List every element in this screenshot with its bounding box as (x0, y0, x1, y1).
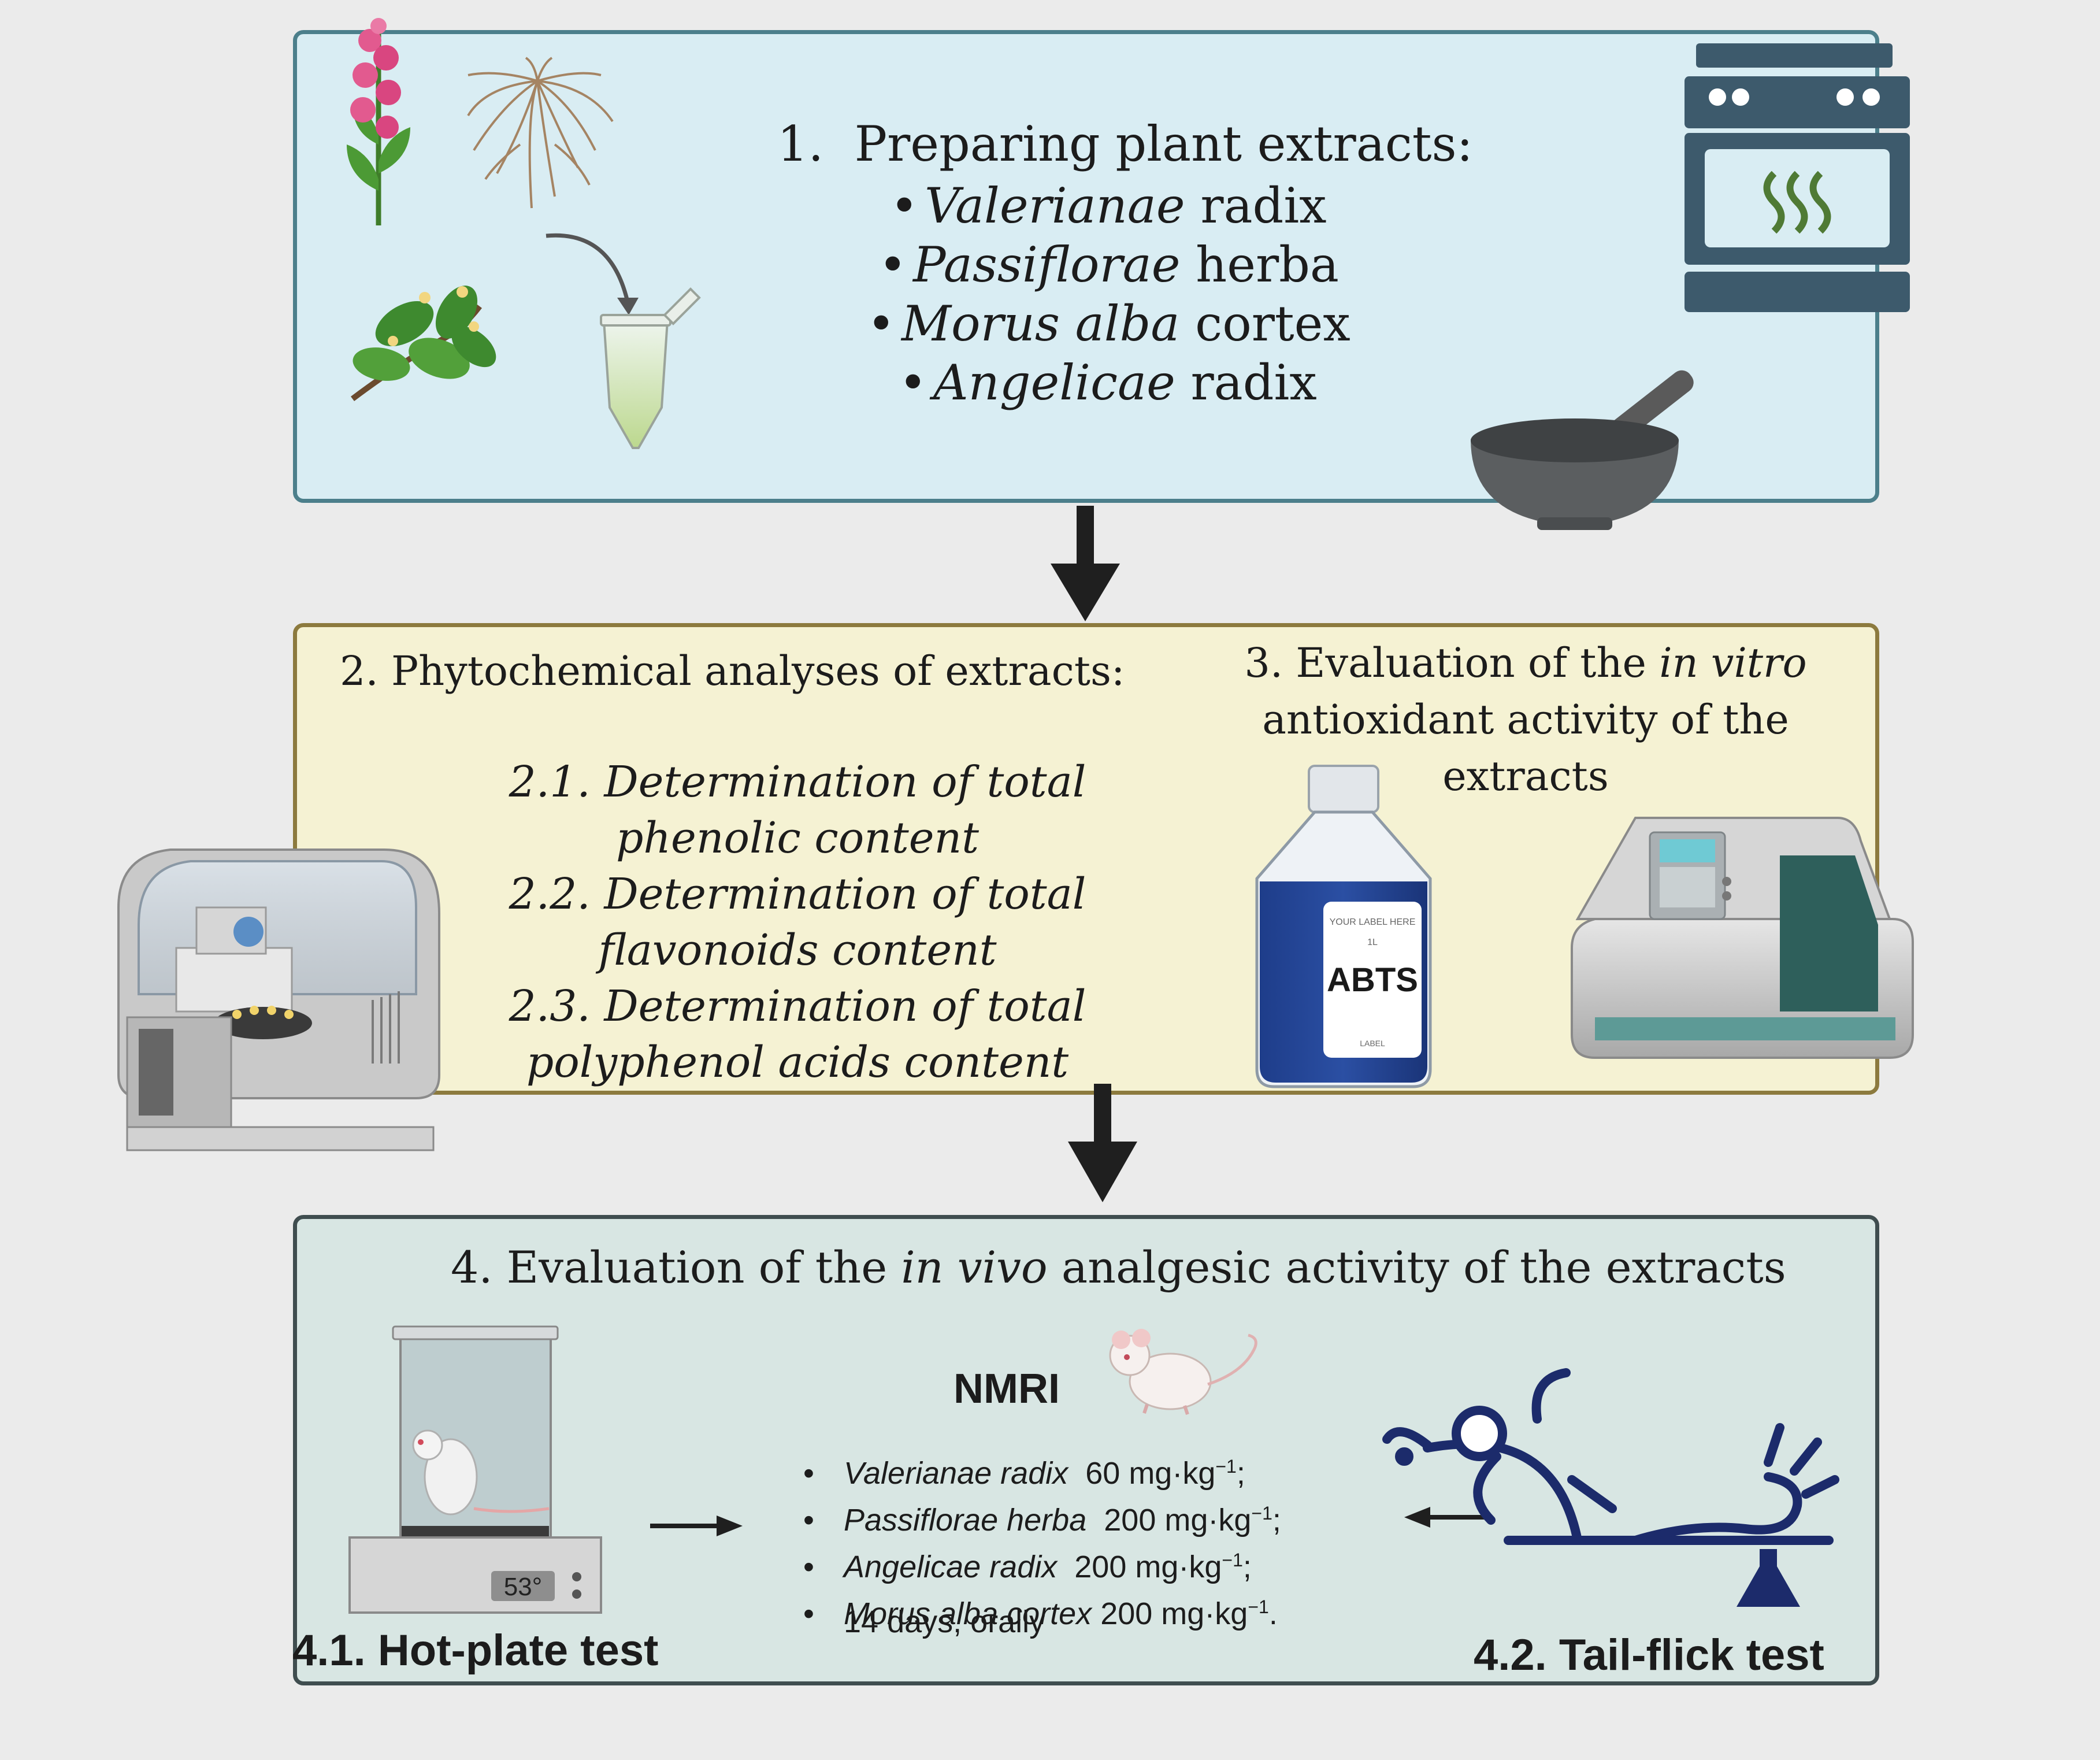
step3-title-line3: extracts (1442, 753, 1609, 800)
heat-source-icon (1737, 1549, 1800, 1607)
step3-title-line1: 3. Evaluation of the in vitro (1244, 639, 1807, 687)
plant-item: •Angelicae radix (899, 354, 1317, 411)
method-item-line: 2.1. Determination of total (509, 757, 1086, 807)
arrow-1-to-2 (1051, 506, 1120, 621)
spectrophotometer-icon (1571, 817, 1914, 1059)
step3-title-line2: antioxidant activity of the (1262, 696, 1789, 743)
hot-plate-test-label: 4.1. Hot-plate test (292, 1626, 659, 1675)
dosing-duration: 14 days, orally (844, 1605, 1045, 1639)
plant-list: •Valerianae radix •Passiflorae herba •Mo… (867, 176, 1387, 412)
arrow-2-to-4 (1068, 1084, 1137, 1202)
step1-title-text: Preparing plant extracts: (854, 116, 1473, 172)
arrow-hotplate-to-list (650, 1516, 743, 1536)
root-icon (467, 57, 614, 209)
mortar-pestle-icon (1471, 370, 1694, 530)
step2-title: 2. Phytochemical analyses of extracts: (340, 647, 1125, 695)
arrow-tailflick-to-list (1404, 1507, 1488, 1528)
step1-title: 1. Preparing plant extracts: (777, 116, 1473, 172)
step3-title: 3. Evaluation of the in vitro antioxidan… (1237, 635, 1815, 805)
hot-plate-temperature: 53° (504, 1573, 543, 1601)
method-item-line: flavonoids content (598, 925, 997, 975)
hot-plate-icon: 53° (348, 1325, 602, 1614)
mouse-strain-label: NMRI (953, 1366, 1060, 1412)
dose-item: •Passiflorae herba 200 mg·kg−1; (803, 1503, 1281, 1537)
dose-list: •Valerianae radix 60 mg·kg−1; •Passiflor… (803, 1447, 1281, 1634)
dose-item: •Valerianae radix 60 mg·kg−1; (803, 1456, 1245, 1491)
method-item-line: 2.3. Determination of total (509, 981, 1086, 1031)
method-item-line: 2.2. Determination of total (509, 869, 1086, 919)
method-item-line: phenolic content (616, 813, 979, 863)
mouse-illustration-icon (1109, 1329, 1257, 1415)
bottle-label-bottom: LABEL (1360, 1039, 1385, 1048)
phytochemical-methods-list: 2.1. Determination of total phenolic con… (485, 754, 1110, 1091)
plant-item: •Passiflorae herba (878, 236, 1339, 293)
step1-number: 1. (777, 116, 824, 172)
tail-flick-mouse-icon (1382, 1368, 1839, 1545)
autoanalyzer-icon (117, 848, 440, 1151)
tail-flick-test-label: 4.2. Tail-flick test (1474, 1631, 1824, 1680)
eppendorf-tube-icon (600, 287, 701, 449)
dose-item: •Morus alba cortex 200 mg·kg−1. (803, 1596, 1278, 1631)
method-item-line: polyphenol acids content (526, 1038, 1069, 1087)
abts-bottle-icon: YOUR LABEL HERE 1L ABTS LABEL (1255, 765, 1432, 1088)
plant-item: •Morus alba cortex (867, 295, 1350, 352)
transfer-arrow-icon (546, 233, 639, 315)
bottle-volume: 1L (1367, 938, 1378, 947)
bottle-label-top: YOUR LABEL HERE (1330, 917, 1416, 927)
oven-icon (1685, 43, 1910, 312)
step4-title: 4. Evaluation of the in vivo analgesic a… (451, 1242, 1786, 1293)
snapdragon-plant-icon (347, 18, 410, 225)
mulberry-branch-icon (351, 286, 496, 402)
plant-item: •Valerianae radix (890, 177, 1327, 234)
bottle-name: ABTS (1327, 961, 1418, 999)
dose-item: •Angelicae radix 200 mg·kg−1; (803, 1550, 1252, 1584)
